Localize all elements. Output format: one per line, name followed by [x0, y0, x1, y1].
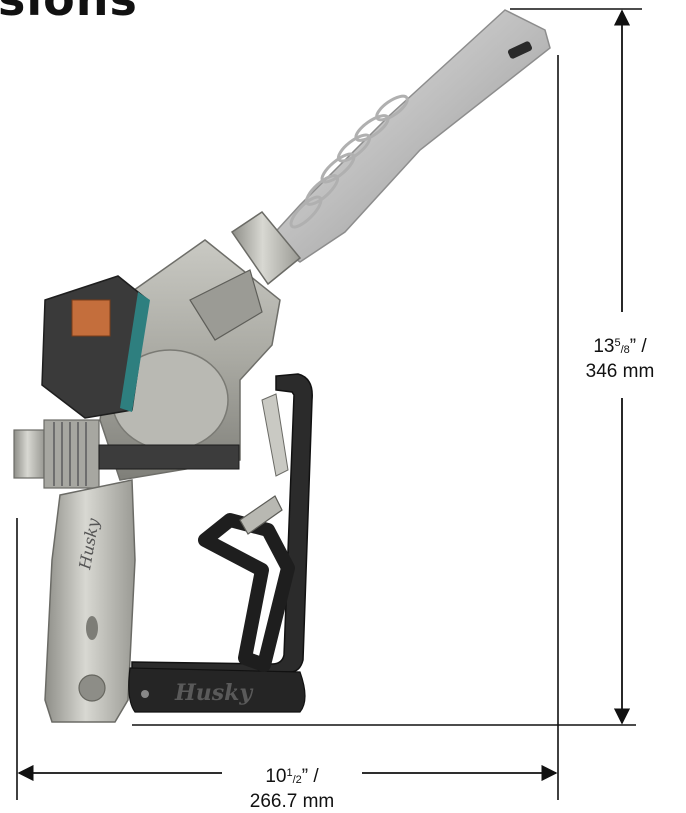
spout-spring [289, 94, 409, 229]
width-metric-value: 266.7 mm [249, 791, 335, 812]
height-dimension [132, 8, 642, 726]
width-inch-unit: ” / [301, 766, 319, 787]
width-fraction-numerator: 1 [286, 767, 293, 779]
nozzle-spout [266, 9, 551, 263]
height-inches-whole: 13 [593, 336, 615, 357]
width-inches-whole: 10 [265, 766, 287, 787]
height-fraction-numerator: 5 [614, 337, 621, 349]
trigger-lever [198, 513, 295, 672]
inlet-hex-nut [13, 429, 45, 479]
guard-bottom [128, 667, 306, 713]
latch-spring-arm [261, 393, 289, 477]
handle-grip [44, 479, 136, 723]
grip-slot [86, 616, 98, 640]
width-dimension-label: 101/2” / 266.7 mm [222, 762, 362, 813]
height-fraction-denominator: 8 [623, 344, 630, 356]
guard-screw [141, 690, 149, 698]
plunger-rod [98, 444, 240, 470]
husky-logo-emblem [78, 674, 106, 702]
height-inch-unit: ” / [629, 336, 647, 357]
page-title-fragment: sions [0, 0, 138, 22]
width-fraction-denominator: 2 [295, 774, 302, 786]
width-dimension [16, 55, 559, 800]
height-dimension-label: 135/8” / 346 mm [571, 332, 669, 383]
fuel-nozzle-illustration: Husky Husky [13, 9, 551, 723]
teal-seal [120, 292, 150, 412]
height-metric-value: 346 mm [585, 361, 655, 382]
swivel-collar [230, 211, 302, 286]
hand-guard [131, 373, 313, 673]
poppet-assembly [189, 269, 263, 341]
sensor-diaphragm [71, 299, 111, 337]
spout-vent-slot [507, 41, 533, 59]
guard-husky-mark: Husky [174, 680, 254, 706]
inlet-thread [43, 419, 100, 489]
hold-open-clip [239, 495, 283, 535]
